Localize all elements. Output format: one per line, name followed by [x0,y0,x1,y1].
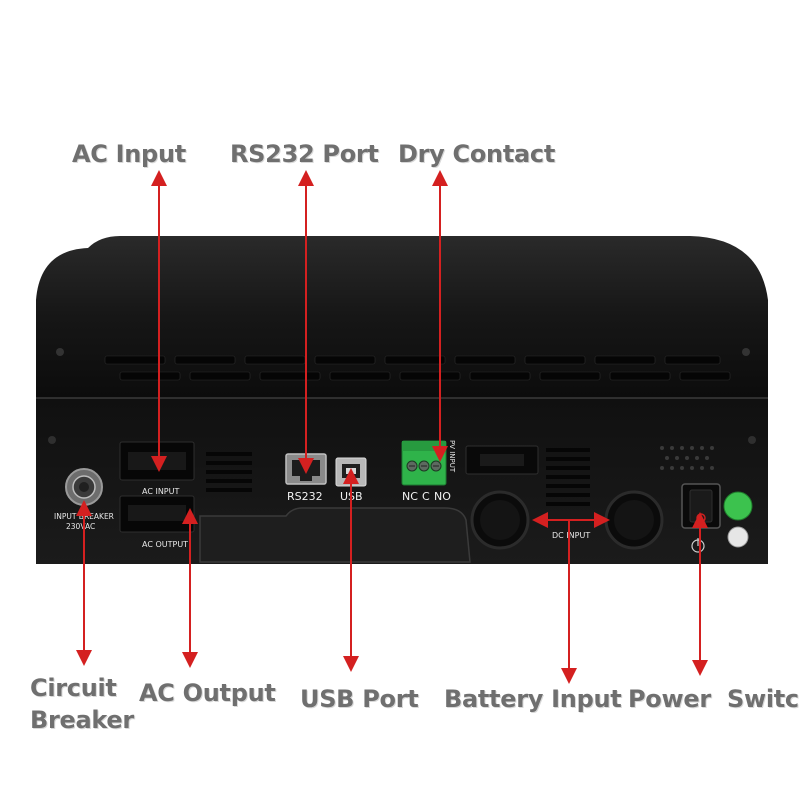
label-rs232: RS232 [287,490,323,503]
callout-usb-port: USB Port [300,685,419,713]
label-pv-input: PV INPUT [448,440,456,473]
battery-input-positive [470,490,530,550]
callout-dry-contact: Dry Contact [398,140,556,168]
certification-sticker [723,491,753,548]
callout-battery-input: Battery Input [444,685,622,713]
label-breaker-voltage: 230VAC [66,522,95,531]
label-nc: NC [402,490,418,503]
battery-input-negative [604,490,664,550]
pv-input-socket [465,445,539,475]
callout-power-switch: Power Switch [628,685,800,713]
ac-input-socket [119,441,195,481]
label-ac-output: AC OUTPUT [142,540,188,549]
label-c: C [422,490,430,503]
chassis-top-cover [36,236,768,398]
label-dc-input: DC INPUT [552,531,590,540]
input-breaker [65,468,103,506]
callout-ac-input: AC Input [72,140,186,168]
cover-plate [199,507,471,563]
label-ac-input: AC INPUT [142,487,179,496]
callout-circuit-breaker: Circuit Breaker [30,674,134,734]
callout-arrows [76,170,708,684]
callout-ac-output: AC Output [139,679,276,707]
fan-grille [660,446,714,470]
callout-rs232-port: RS232 Port [230,140,379,168]
label-no: NO [434,490,451,503]
ac-output-socket [119,495,195,533]
